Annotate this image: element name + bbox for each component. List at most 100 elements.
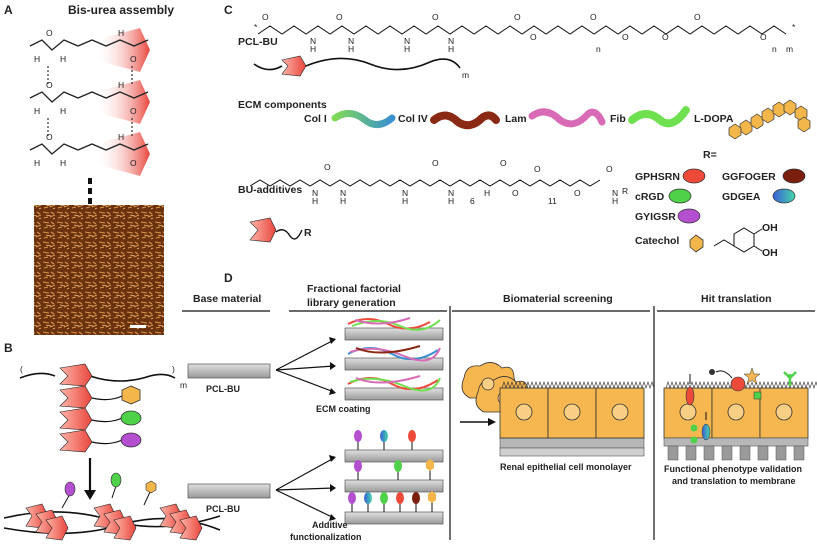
bu-additive-structure: O N H N H N H O N H 6 H O O O 11 O O N H… [249,158,628,206]
library-arrows [275,339,335,519]
svg-text:11: 11 [548,196,557,206]
panel-b: B ( ) m [3,341,221,541]
svg-text:(: ( [20,364,23,374]
svg-text:N: N [402,188,408,198]
panel-c: C PCL-BU * O O N H N H N H O N H O O O n… [224,3,811,259]
svg-text:*: * [792,22,796,32]
svg-text:H: H [484,188,490,198]
svg-text:N: N [404,36,410,46]
panel-b-letter: B [4,341,13,355]
library-arrowheads [329,337,336,521]
bu-additive-cartoon: R [249,217,312,243]
svg-text:H: H [310,44,316,54]
header-dividers [182,306,815,540]
svg-text:O: O [130,106,137,116]
svg-text:N: N [448,36,454,46]
panel-a-letter: A [4,3,13,17]
svg-text:OH: OH [762,247,778,259]
svg-text:O: O [760,32,767,42]
svg-text:H: H [118,80,124,90]
r-group-legend: R= GPHSRN GGFOGER cRGD GDGEA GYIGSR Cate… [635,149,806,259]
svg-text:O: O [694,12,701,22]
svg-text:H: H [60,158,66,168]
header-base-material: Base material [193,293,261,305]
ecm-coating-label: ECM coating [316,404,371,414]
catechol-structure: OH OH [713,222,778,259]
header-screening: Biomaterial screening [503,293,613,305]
svg-text:O: O [262,12,269,22]
hit-label-1: Functional phenotype validation [664,464,802,474]
svg-text:O: O [512,188,519,198]
ldopa-chain [728,99,811,140]
svg-text:OH: OH [762,222,778,234]
lam-fiber [528,108,606,128]
svg-text:n: n [772,44,777,54]
ecm-coated-library [344,317,444,401]
bisurea-title: Bis-urea assembly [68,3,174,17]
svg-text:N: N [310,36,316,46]
svg-text:O: O [622,32,629,42]
svg-text:O: O [534,164,541,174]
b-assembled-fiber [3,472,221,541]
r-gyigsr-label: GYIGSR [635,211,676,223]
svg-text:O: O [662,32,669,42]
bisurea-row: O H H H O [29,28,150,72]
svg-text:H: H [448,44,454,54]
svg-text:m: m [786,44,793,54]
svg-text:N: N [340,188,346,198]
svg-text:N: N [448,188,454,198]
scale-bar [130,325,146,328]
r-gphsrn-label: GPHSRN [635,171,680,183]
header-library-1: Fractional factorial [307,283,401,295]
gphsrn-blob [682,168,706,184]
svg-text:H: H [348,44,354,54]
svg-text:H: H [312,196,318,206]
r-ggfoger-label: GGFOGER [722,171,776,183]
panel-a: A Bis-urea assembly O H H H O O H H H O [4,3,174,335]
panel-c-letter: C [224,3,233,17]
afm-image [34,205,164,335]
bisurea-row: O H H H O [29,132,150,176]
svg-text:O: O [606,164,613,174]
svg-text:): ) [172,364,175,374]
bu-additives-label: BU-additives [238,184,302,196]
monolayer-label: Renal epithelial cell monolayer [500,462,632,472]
col4-fiber [430,111,500,130]
catechol-hexagon [121,385,141,405]
ecm-label-fib: Fib [610,113,626,125]
pcl-bu-cartoon: m [253,55,469,80]
svg-text:O: O [500,158,507,168]
svg-text:O: O [46,28,53,38]
ecm-legend: Col I Col IV Lam Fib L-DOPA [304,99,811,140]
svg-text:O: O [46,80,53,90]
svg-text:H: H [612,196,618,206]
svg-text:N: N [312,188,318,198]
svg-text:n: n [596,44,601,54]
gyigsr-blob [120,432,142,448]
svg-text:O: O [432,12,439,22]
svg-text:H: H [404,44,410,54]
svg-text:O: O [324,162,331,172]
svg-text:O: O [574,188,581,198]
ecm-label-col1: Col I [304,113,327,125]
svg-text:m: m [462,70,469,80]
panel-d: D Base material Fractional factorial lib… [182,271,817,542]
svg-text:N: N [348,36,354,46]
gdgea-blob [772,188,796,204]
r-gdgea-label: GDGEA [722,191,761,203]
svg-text:H: H [34,106,40,116]
additive-library [344,430,444,525]
crgd-blob [120,410,142,426]
svg-text:O: O [590,12,597,22]
header-library-2: library generation [307,297,396,309]
svg-text:*: * [254,22,258,32]
ecm-label-lam: Lam [505,113,527,125]
ecm-label-ldopa: L-DOPA [694,113,734,125]
bisurea-row: O H H H O [29,80,150,124]
svg-text:H: H [34,54,40,64]
svg-text:H: H [118,132,124,142]
additive-label-2: functionalization [290,532,362,542]
col1-fiber [331,110,396,128]
r-label: R [304,227,312,239]
